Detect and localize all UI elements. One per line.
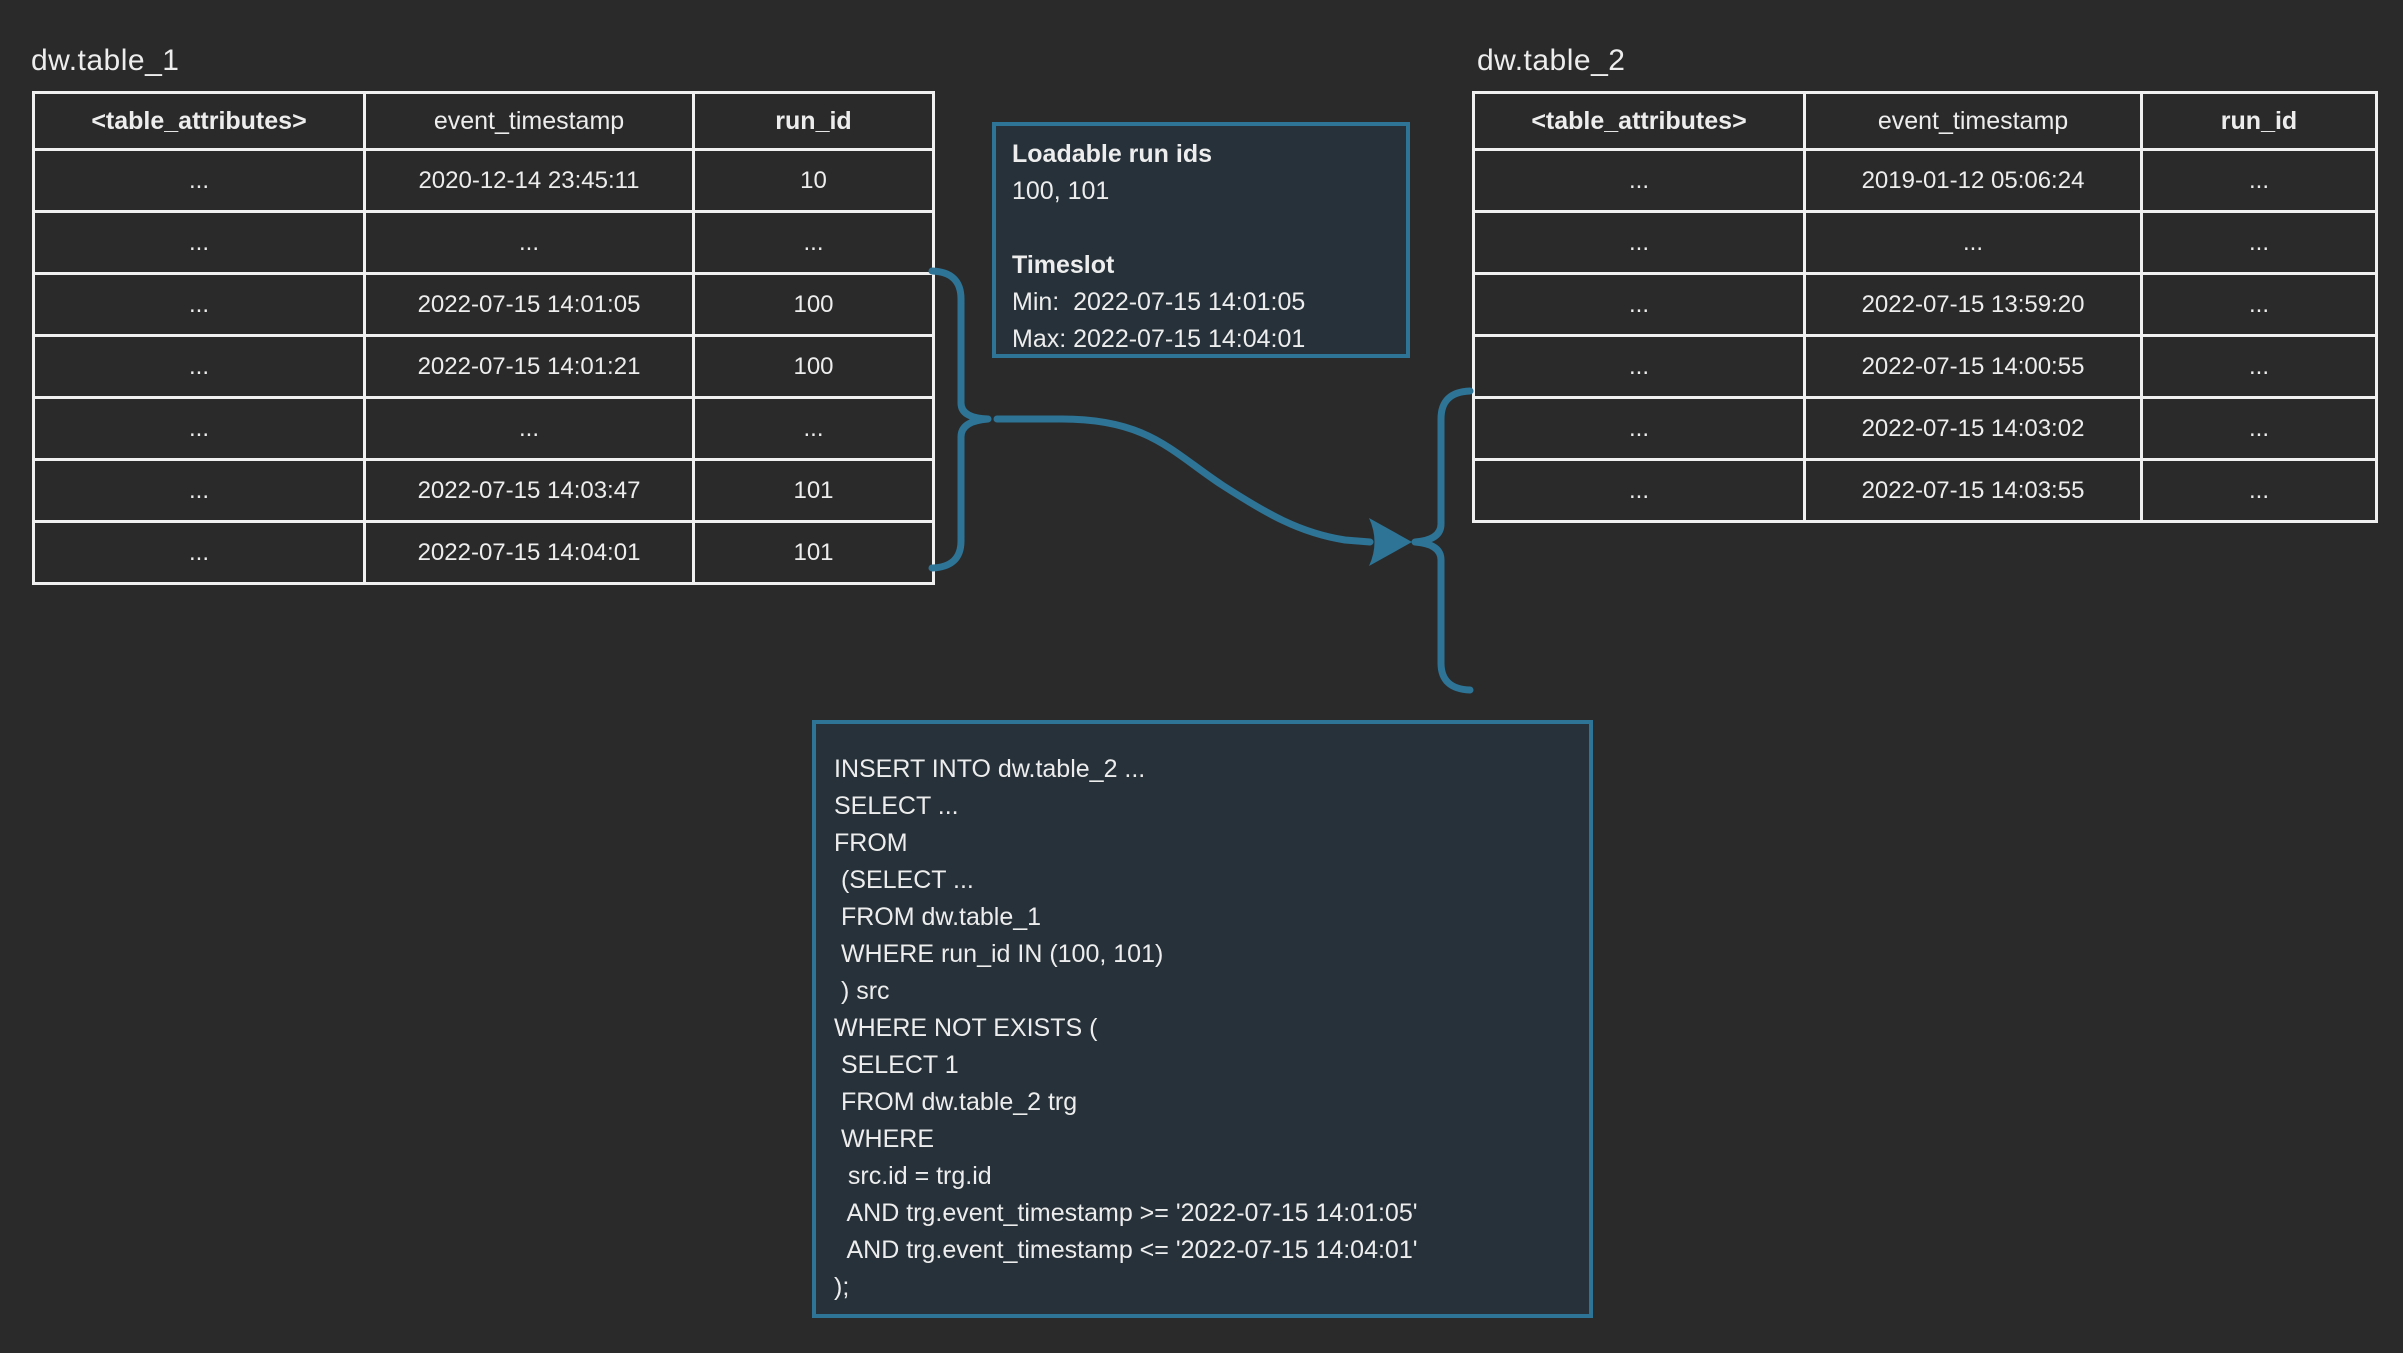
table-row: ... 2020-12-14 23:45:11 10: [32, 148, 935, 213]
timeslot-min: Min: 2022-07-15 14:01:05: [1012, 288, 1306, 316]
sql-line: WHERE NOT EXISTS (: [834, 1014, 1098, 1042]
table-row: ... 2022-07-15 14:04:01 101: [32, 520, 935, 585]
table-row: ... 2019-01-12 05:06:24 ...: [1472, 148, 2378, 213]
cell: 2022-07-15 14:03:47: [363, 458, 695, 523]
cell: ...: [1472, 148, 1806, 213]
table1-header-table-attributes: <table_attributes>: [32, 91, 366, 151]
cell: ...: [2140, 334, 2378, 399]
cell: 2020-12-14 23:45:11: [363, 148, 695, 213]
cell: 2022-07-15 14:01:05: [363, 272, 695, 337]
cell: ...: [1472, 334, 1806, 399]
cell: ...: [32, 458, 366, 523]
cell: ...: [32, 334, 366, 399]
sql-line: AND trg.event_timestamp <= '2022-07-15 1…: [834, 1236, 1418, 1264]
cell: ...: [32, 148, 366, 213]
table2-header-row: <table_attributes> event_timestamp run_i…: [1472, 91, 2378, 151]
table2: <table_attributes> event_timestamp run_i…: [1472, 91, 2378, 523]
timeslot-max: Max: 2022-07-15 14:04:01: [1012, 325, 1306, 353]
table-row: ... 2022-07-15 14:01:21 100: [32, 334, 935, 399]
cell: 100: [692, 272, 935, 337]
sql-line: SELECT ...: [834, 792, 959, 820]
right-brace: [1411, 387, 1474, 694]
table-row: ... ... ...: [32, 210, 935, 275]
cell: ...: [2140, 210, 2378, 275]
left-brace: [928, 267, 992, 572]
sql-line: FROM dw.table_1: [834, 903, 1042, 931]
cell: ...: [363, 210, 695, 275]
cell: ...: [32, 396, 366, 461]
cell: 101: [692, 520, 935, 585]
table-row: ... 2022-07-15 14:01:05 100: [32, 272, 935, 337]
cell: 2022-07-15 13:59:20: [1803, 272, 2143, 337]
loadable-run-ids-title: Loadable run ids: [1012, 140, 1213, 168]
cell: ...: [2140, 458, 2378, 523]
cell: ...: [363, 396, 695, 461]
cell: 2022-07-15 14:01:21: [363, 334, 695, 399]
cell: 2022-07-15 14:04:01: [363, 520, 695, 585]
cell: ...: [1803, 210, 2143, 275]
cell: 10: [692, 148, 935, 213]
table2-header-event-timestamp: event_timestamp: [1803, 91, 2143, 151]
loadable-run-ids-value: 100, 101: [1012, 177, 1110, 205]
cell: ...: [2140, 396, 2378, 461]
cell: ...: [1472, 458, 1806, 523]
cell: 2019-01-12 05:06:24: [1803, 148, 2143, 213]
table2-header-run-id: run_id: [2140, 91, 2378, 151]
flow-arrow: [993, 415, 1374, 546]
sql-line: INSERT INTO dw.table_2 ...: [834, 755, 1146, 783]
table1-header-run-id: run_id: [692, 91, 935, 151]
sql-line: FROM: [834, 829, 908, 857]
sql-line: SELECT 1: [834, 1051, 959, 1079]
sql-line: src.id = trg.id: [834, 1162, 992, 1190]
sql-code-box: INSERT INTO dw.table_2 ... SELECT ... FR…: [812, 720, 1593, 1318]
cell: 101: [692, 458, 935, 523]
cell: ...: [692, 210, 935, 275]
sql-line: FROM dw.table_2 trg: [834, 1088, 1078, 1116]
sql-line: ) src: [834, 977, 890, 1005]
table1: <table_attributes> event_timestamp run_i…: [32, 91, 935, 585]
table-row: ... 2022-07-15 14:03:47 101: [32, 458, 935, 523]
table-row: ... 2022-07-15 14:03:55 ...: [1472, 458, 2378, 523]
table1-title: dw.table_1: [31, 44, 180, 77]
timeslot-title: Timeslot: [1012, 251, 1115, 279]
cell: ...: [32, 272, 366, 337]
spacer: [1012, 210, 1390, 247]
cell: ...: [1472, 272, 1806, 337]
table-row: ... 2022-07-15 13:59:20 ...: [1472, 272, 2378, 337]
sql-line: AND trg.event_timestamp >= '2022-07-15 1…: [834, 1199, 1418, 1227]
cell: 2022-07-15 14:00:55: [1803, 334, 2143, 399]
sql-line: );: [834, 1273, 850, 1301]
table2-header-table-attributes: <table_attributes>: [1472, 91, 1806, 151]
table1-header-row: <table_attributes> event_timestamp run_i…: [32, 91, 935, 151]
table-row: ... ... ...: [1472, 210, 2378, 275]
cell: ...: [692, 396, 935, 461]
table-row: ... 2022-07-15 14:03:02 ...: [1472, 396, 2378, 461]
arrowhead-icon: [1369, 518, 1412, 566]
cell: ...: [32, 210, 366, 275]
cell: 2022-07-15 14:03:55: [1803, 458, 2143, 523]
table2-title: dw.table_2: [1477, 44, 1626, 77]
cell: ...: [1472, 396, 1806, 461]
loadable-run-ids-box: Loadable run ids 100, 101 Timeslot Min: …: [992, 122, 1410, 358]
cell: ...: [32, 520, 366, 585]
sql-line: WHERE run_id IN (100, 101): [834, 940, 1164, 968]
table1-header-event-timestamp: event_timestamp: [363, 91, 695, 151]
table-row: ... ... ...: [32, 396, 935, 461]
cell: ...: [1472, 210, 1806, 275]
cell: 2022-07-15 14:03:02: [1803, 396, 2143, 461]
cell: ...: [2140, 272, 2378, 337]
sql-line: WHERE: [834, 1125, 934, 1153]
table-row: ... 2022-07-15 14:00:55 ...: [1472, 334, 2378, 399]
cell: 100: [692, 334, 935, 399]
sql-line: (SELECT ...: [834, 866, 974, 894]
cell: ...: [2140, 148, 2378, 213]
